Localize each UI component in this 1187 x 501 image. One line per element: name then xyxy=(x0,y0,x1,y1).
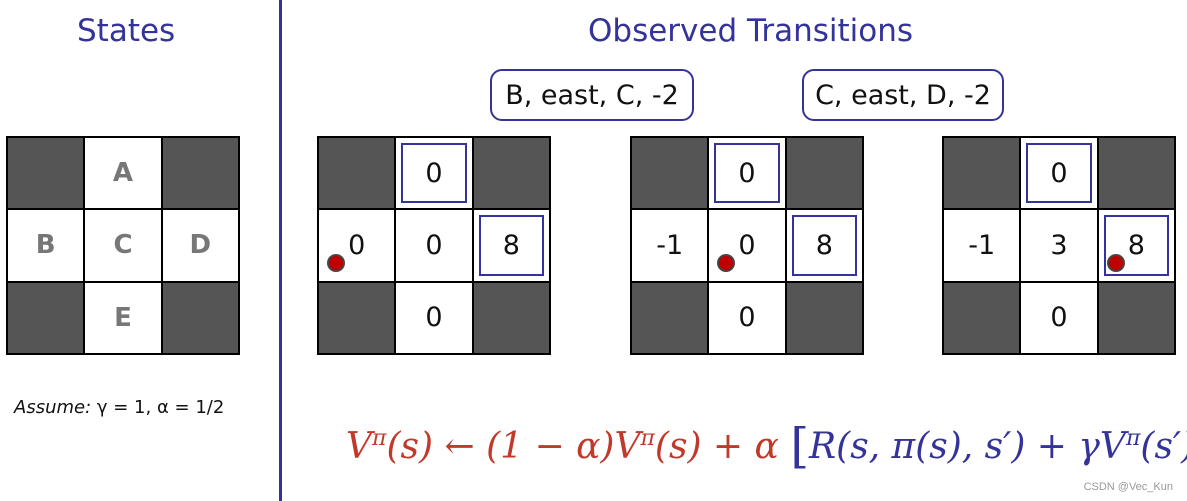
grid-cell-dark xyxy=(944,138,1020,209)
state-label: B xyxy=(35,230,56,261)
value-cell-d: 8 xyxy=(786,210,862,281)
formula-pi-2: π xyxy=(640,426,655,451)
cell-value: 0 xyxy=(425,157,443,189)
value-cell-e: 0 xyxy=(1021,282,1097,353)
formula-arg-s: (s) ← (1 − α) xyxy=(386,426,615,467)
transition-callout-1: B, east, C, -2 xyxy=(490,69,694,121)
formula-left-bracket: [ xyxy=(790,418,810,474)
value-cell-a: 0 xyxy=(709,138,785,209)
grid-cell-dark xyxy=(8,138,84,209)
assumption-text: Assume: γ = 1, α = 1/2 xyxy=(14,397,224,418)
cell-value: -1 xyxy=(968,229,996,261)
value-cell-a: 0 xyxy=(1021,138,1097,209)
grid-cell-dark xyxy=(162,282,238,353)
grid-cell-dark xyxy=(319,282,395,353)
state-cell-d: D xyxy=(162,210,238,281)
cell-value: 0 xyxy=(1050,302,1068,334)
grid-cell-dark xyxy=(8,282,84,353)
cell-value: 8 xyxy=(1127,229,1145,261)
state-label: E xyxy=(114,302,132,333)
states-grid: A B C D E xyxy=(6,136,240,355)
grid-cell-dark xyxy=(1098,282,1174,353)
cell-value: 0 xyxy=(425,302,443,334)
value-cell-b: -1 xyxy=(944,210,1020,281)
value-cell-d: 8 xyxy=(1098,210,1174,281)
cell-value: 3 xyxy=(1050,229,1068,261)
cell-value: 0 xyxy=(348,229,366,261)
agent-marker-icon xyxy=(327,253,345,272)
value-cell-b: 0 xyxy=(319,210,395,281)
agent-marker-icon xyxy=(717,253,736,272)
grid-cell-dark xyxy=(473,282,549,353)
cell-value: 0 xyxy=(425,229,443,261)
agent-marker-icon xyxy=(1106,253,1125,272)
states-heading: States xyxy=(77,13,176,49)
value-grid-1: 0 0 0 8 0 xyxy=(317,136,551,355)
grid-cell-dark xyxy=(632,138,708,209)
formula-arg-sp: (s′) xyxy=(1140,426,1187,467)
grid-cell-dark xyxy=(786,138,862,209)
state-cell-e: E xyxy=(85,282,161,353)
formula-pi-3: π xyxy=(1125,426,1141,451)
cell-value: 8 xyxy=(815,229,833,261)
cell-value: 0 xyxy=(738,157,756,189)
observed-transitions-heading: Observed Transitions xyxy=(588,13,914,49)
cell-value: 8 xyxy=(502,229,520,261)
state-label: C xyxy=(113,230,133,261)
state-cell-a: A xyxy=(85,138,161,209)
grid-cell-dark xyxy=(944,282,1020,353)
vertical-divider xyxy=(279,0,282,501)
grid-cell-dark xyxy=(786,282,862,353)
value-cell-b: -1 xyxy=(632,210,708,281)
formula-pi: π xyxy=(372,426,387,451)
cell-value: 0 xyxy=(1050,157,1068,189)
grid-cell-dark xyxy=(1098,138,1174,209)
value-grid-2: 0 -1 0 8 0 xyxy=(630,136,864,355)
value-cell-e: 0 xyxy=(396,282,472,353)
value-grid-3: 0 -1 3 8 0 xyxy=(942,136,1176,355)
formula-v2: V xyxy=(614,426,641,467)
state-cell-c: C xyxy=(85,210,161,281)
value-cell-c: 3 xyxy=(1021,210,1097,281)
watermark: CSDN @Vec_Kun xyxy=(1083,481,1173,493)
grid-cell-dark xyxy=(319,138,395,209)
td-update-formula: Vπ(s) ← (1 − α)Vπ(s) + α [R(s, π(s), s′)… xyxy=(346,418,1187,476)
state-cell-b: B xyxy=(8,210,84,281)
state-label: D xyxy=(189,230,212,261)
formula-v: V xyxy=(346,426,372,467)
value-cell-d: 8 xyxy=(473,210,549,281)
cell-value: -1 xyxy=(656,229,684,261)
state-label: A xyxy=(112,158,134,189)
cell-value: 0 xyxy=(738,302,756,334)
value-cell-a: 0 xyxy=(396,138,472,209)
assume-prefix: Assume: xyxy=(14,397,92,418)
value-cell-e: 0 xyxy=(709,282,785,353)
assume-values: γ = 1, α = 1/2 xyxy=(91,397,225,418)
grid-cell-dark xyxy=(632,282,708,353)
grid-cell-dark xyxy=(162,138,238,209)
value-cell-c: 0 xyxy=(396,210,472,281)
transition-callout-2: C, east, D, -2 xyxy=(802,69,1004,121)
formula-r-term: R(s, π(s), s′) + γV xyxy=(809,426,1126,467)
formula-arg-s2: (s) + α xyxy=(654,426,779,467)
value-cell-c: 0 xyxy=(709,210,785,281)
cell-value: 0 xyxy=(738,229,756,261)
grid-cell-dark xyxy=(473,138,549,209)
